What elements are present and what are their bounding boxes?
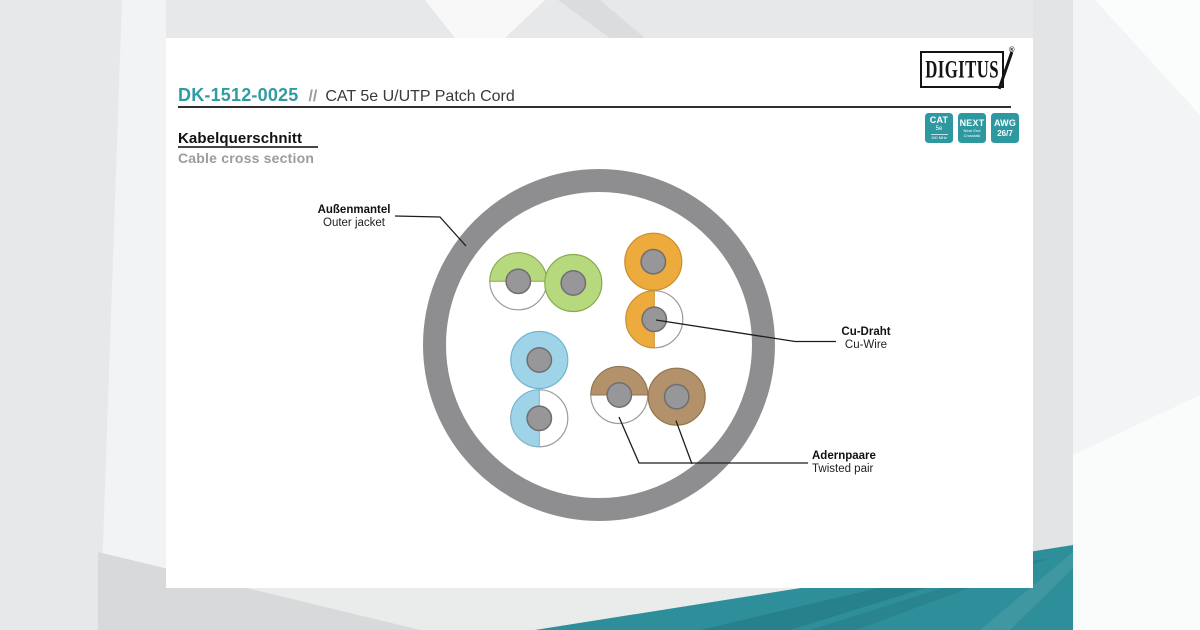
product-code: DK-1512-0025 bbox=[178, 85, 299, 105]
leader-twisted-pair-2 bbox=[675, 420, 693, 465]
outer-jacket-ring bbox=[423, 169, 775, 521]
wire-green-striped-conductor bbox=[505, 268, 532, 295]
bg-topright-white bbox=[1095, 0, 1200, 115]
leader-outer-jacket bbox=[394, 215, 467, 247]
wire-brown-striped-conductor bbox=[606, 382, 633, 408]
digitus-logo-text: DIGITUS bbox=[925, 54, 999, 84]
datasheet-card: DK-1512-0025 // CAT 5e U/UTP Patch Cord DI… bbox=[166, 38, 1033, 588]
bg-right-dark-column bbox=[1033, 0, 1073, 630]
badge-divider bbox=[930, 134, 948, 135]
wire-blue-solid-conductor bbox=[526, 347, 553, 373]
wire-green-striped-half bbox=[489, 252, 548, 282]
section-heading-underline bbox=[178, 146, 318, 148]
label-outer-jacket: Außenmantel Outer jacket bbox=[317, 204, 391, 229]
digitus-logo: DIGITUS bbox=[920, 51, 1004, 88]
badge-cat5e: CAT 5e 100 MHz bbox=[925, 113, 953, 143]
wire-orange-striped-conductor bbox=[641, 306, 668, 333]
title-row: DK-1512-0025 // CAT 5e U/UTP Patch Cord bbox=[178, 85, 515, 106]
badge-awg: AWG 26/7 bbox=[991, 113, 1019, 143]
leader-twisted-pair-1 bbox=[618, 416, 808, 464]
section-heading-en: Cable cross section bbox=[178, 150, 315, 166]
registered-trademark: ® bbox=[1009, 45, 1015, 54]
spec-badges: CAT 5e 100 MHz NEXT Near End Crosstalk A… bbox=[925, 113, 1019, 143]
bg-left-light-band bbox=[100, 0, 166, 630]
bg-teal-light-sliver bbox=[980, 552, 1073, 630]
badge-next: NEXT Near End Crosstalk bbox=[958, 113, 986, 143]
section-heading-de: Kabelquerschnitt bbox=[178, 130, 303, 147]
wire-orange-solid-conductor bbox=[640, 248, 667, 275]
title-rule bbox=[178, 106, 1011, 108]
wire-brown-solid-conductor bbox=[663, 383, 690, 410]
wire-blue-striped-half bbox=[510, 389, 540, 448]
label-cu-wire: Cu-Draht Cu-Wire bbox=[841, 326, 891, 351]
leader-cu-wire bbox=[655, 319, 836, 343]
bg-top-streak-gray bbox=[558, 0, 645, 38]
bg-bottomright-white bbox=[1073, 395, 1200, 630]
wire-brown-striped-half bbox=[590, 366, 649, 396]
cable-cross-section-diagram bbox=[394, 169, 836, 521]
wire-green-solid-conductor bbox=[560, 270, 587, 296]
wire-blue-striped-conductor bbox=[526, 405, 553, 432]
label-twisted-pair: Adernpaare Twisted pair bbox=[812, 450, 876, 475]
product-name: CAT 5e U/UTP Patch Cord bbox=[325, 88, 515, 105]
wire-orange-striped-half bbox=[625, 290, 655, 349]
title-separator: // bbox=[308, 88, 318, 105]
bg-top-streak-white bbox=[425, 0, 545, 38]
